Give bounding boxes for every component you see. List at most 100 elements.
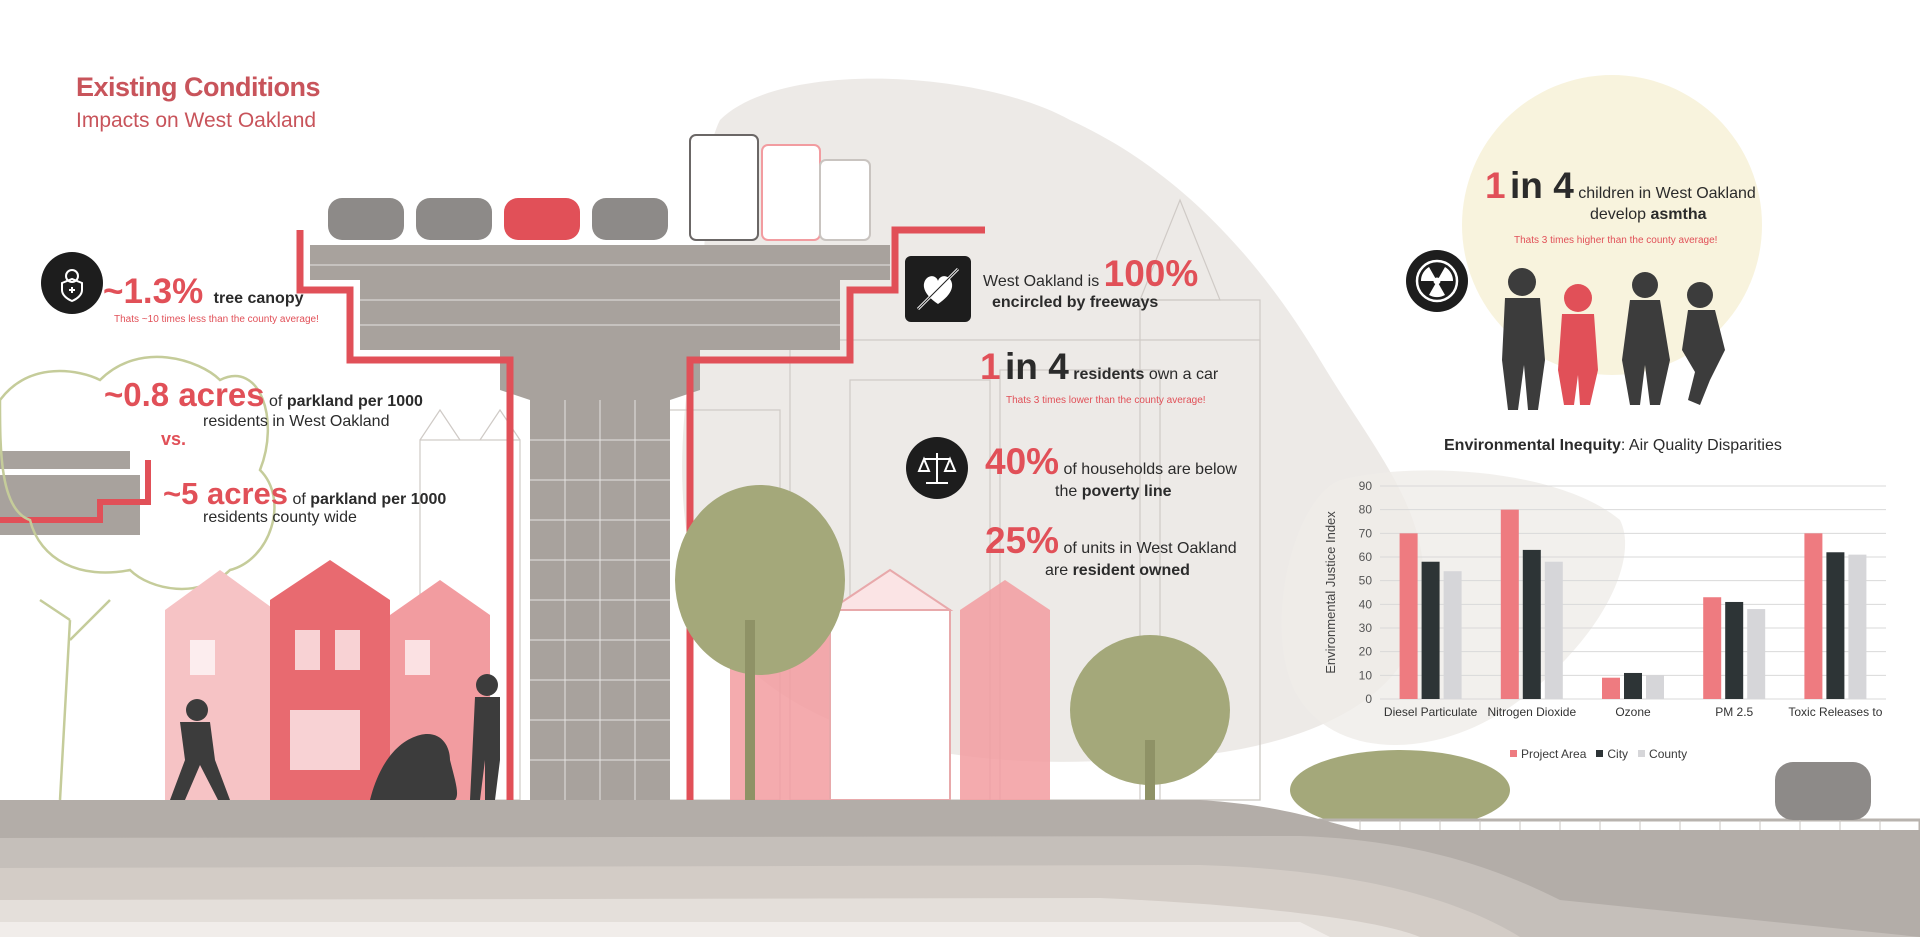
bar-county <box>1747 609 1766 699</box>
y-tick-label: 0 <box>1365 692 1372 706</box>
parkland-local-value: ~0.8 acres <box>104 376 265 413</box>
poverty-line2-pre: the <box>1055 483 1078 500</box>
owned-line2-pre: are <box>1045 562 1069 579</box>
x-tick-label: Diesel Particulate <box>1384 705 1478 719</box>
y-tick-label: 90 <box>1359 479 1373 493</box>
parkland-local-line2: residents in West Oakland <box>203 413 390 430</box>
y-tick-label: 40 <box>1359 597 1373 611</box>
bar-county <box>1848 554 1867 699</box>
bar-project-area <box>1399 533 1418 699</box>
bar-city <box>1826 552 1845 699</box>
x-tick-label: Ozone <box>1615 705 1651 719</box>
asthma-line2-bold: asmtha <box>1650 206 1707 223</box>
poverty-stat: 40% of households are below <box>985 441 1237 483</box>
car-note: Thats 3 times lower than the county aver… <box>1006 395 1206 406</box>
bar-city <box>1624 672 1642 699</box>
owned-line2: are resident owned <box>1045 562 1190 580</box>
x-tick-label: Toxic Releases to <box>1788 705 1882 719</box>
bar-project-area <box>1500 509 1519 699</box>
ground-bands <box>0 800 1920 937</box>
crossed-heart-icon <box>905 256 971 322</box>
canopy-note: Thats ~10 times less than the county ave… <box>114 314 319 325</box>
page-title: Existing Conditions <box>76 72 321 102</box>
bar-project-area <box>1703 597 1722 699</box>
poverty-line1: of households are below <box>1063 461 1237 478</box>
asthma-line2-pre: develop <box>1590 206 1647 223</box>
asthma-note: Thats 3 times higher than the county ave… <box>1514 235 1718 246</box>
poverty-value: 40% <box>985 441 1060 482</box>
y-tick-label: 80 <box>1359 503 1373 517</box>
car-value-num: 1 <box>980 346 1001 387</box>
legend-swatch <box>1638 750 1646 757</box>
green-trees <box>675 485 1510 830</box>
x-tick-label: PM 2.5 <box>1715 705 1753 719</box>
legend-item: County <box>1638 747 1687 761</box>
bar-city <box>1725 601 1744 699</box>
freeways-value: 100% <box>1103 253 1199 294</box>
central-overpass <box>296 226 985 800</box>
chart-title-bold: Environmental Inequity <box>1444 437 1621 454</box>
poverty-line2: the poverty line <box>1055 483 1172 501</box>
vs-label: vs. <box>161 429 187 449</box>
parkland-county-value: ~5 acres <box>163 476 288 511</box>
parkland-county-bold: parkland per 1000 <box>310 491 447 508</box>
bar-project-area <box>1804 533 1823 699</box>
freeways-line2: encircled by freeways <box>992 294 1159 311</box>
bar-city <box>1522 549 1541 699</box>
parkland-local-bold: parkland per 1000 <box>286 393 423 410</box>
scales-icon <box>906 437 968 499</box>
legend-label: County <box>1649 746 1688 761</box>
bar-project-area <box>1602 677 1620 699</box>
parkland-county-line2: residents county wide <box>203 509 357 526</box>
owned-line2-bold: resident owned <box>1072 562 1190 579</box>
legend-label: Project Area <box>1521 746 1587 761</box>
tree-shield-icon <box>41 252 103 314</box>
silhouettes-left <box>170 674 500 800</box>
parkland-county-pre: of <box>292 491 306 508</box>
y-tick-label: 50 <box>1359 574 1373 588</box>
asthma-stat: 1 in 4 children in West Oakland <box>1485 165 1756 207</box>
bar-county <box>1443 571 1462 699</box>
tree-outline-left <box>0 355 276 801</box>
car-rest: own a car <box>1148 366 1219 383</box>
cars-row <box>328 134 871 241</box>
y-tick-label: 10 <box>1359 668 1373 682</box>
freeways-pre: West Oakland is <box>983 273 1100 290</box>
asthma-value-rest: in 4 <box>1510 165 1574 206</box>
x-tick-label: Nitrogen Dioxide <box>1487 705 1576 719</box>
x-tick-label: Matter <box>1414 719 1448 720</box>
bar-city <box>1421 561 1440 699</box>
car-bold: residents <box>1073 366 1145 383</box>
page-subtitle: Impacts on West Oakland <box>76 109 317 132</box>
car-value-rest: in 4 <box>1005 346 1069 387</box>
legend-label: City <box>1607 746 1629 761</box>
owned-stat: 25% of units in West Oakland <box>985 520 1237 562</box>
parkland-county-stat: ~5 acres of parkland per 1000 <box>163 476 446 512</box>
legend-swatch <box>1596 750 1604 757</box>
parkland-local-pre: of <box>269 393 283 410</box>
chart-title: Environmental Inequity: Air Quality Disp… <box>1444 437 1782 455</box>
y-tick-label: 70 <box>1359 526 1373 540</box>
children-silhouettes <box>1502 268 1725 410</box>
y-tick-label: 20 <box>1359 645 1373 659</box>
left-overpass <box>0 451 151 535</box>
car-stat: 1 in 4 residents own a car <box>980 346 1218 388</box>
poverty-line2-bold: poverty line <box>1081 483 1172 500</box>
bar-county <box>1544 561 1563 699</box>
chart-title-rest: : Air Quality Disparities <box>1620 437 1782 454</box>
asthma-line2: develop asmtha <box>1590 206 1707 224</box>
parkland-local-stat: ~0.8 acres of parkland per 1000 <box>104 376 423 414</box>
asthma-value-num: 1 <box>1485 165 1506 206</box>
owned-line1: of units in West Oakland <box>1063 540 1237 557</box>
canopy-value: ~1.3% <box>103 272 204 311</box>
canopy-stat: ~1.3% tree canopy <box>103 272 303 312</box>
radiation-icon <box>1406 250 1468 312</box>
x-tick-label: Air <box>1828 719 1843 720</box>
owned-value: 25% <box>985 520 1060 561</box>
legend-swatch <box>1510 750 1517 757</box>
chart-legend: Project Area City County <box>1510 744 1697 762</box>
asthma-line1: children in West Oakland <box>1578 185 1756 202</box>
left-houses <box>165 560 490 800</box>
